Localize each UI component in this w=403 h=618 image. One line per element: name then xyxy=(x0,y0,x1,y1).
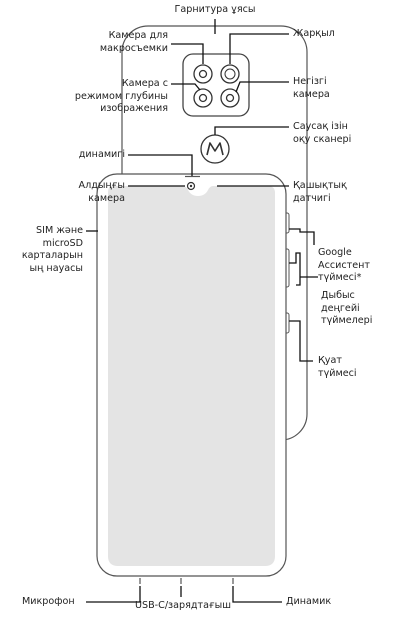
leader-power xyxy=(289,320,313,362)
main-camera-icon xyxy=(220,88,240,108)
leader-depth-camera xyxy=(171,83,201,91)
leader-microphone xyxy=(86,586,141,603)
label-google-assistant: Google Ассистент түймесі* xyxy=(318,247,370,283)
label-sim-tray: SIM және microSD карталарын ың науасы xyxy=(21,225,83,274)
label-macro-camera: Камера для макросъемки xyxy=(99,30,168,54)
leader-fingerprint xyxy=(214,126,289,135)
leader-main-camera xyxy=(235,81,289,93)
motorola-logo-icon xyxy=(200,134,230,164)
front-camera-icon xyxy=(186,181,196,191)
leader-flash xyxy=(229,33,289,64)
label-speaker: Динамик xyxy=(286,596,332,607)
screen xyxy=(108,186,275,566)
label-main-camera: Негізгі камера xyxy=(293,76,330,100)
label-power: Қуат түймесі xyxy=(318,355,357,379)
label-proximity: Қашықтық датчигі xyxy=(293,180,347,204)
label-earpiece: динамигі xyxy=(78,149,125,160)
leader-speaker xyxy=(232,586,282,603)
depth-camera-icon xyxy=(193,88,213,108)
leader-assistant xyxy=(289,228,315,245)
leader-macro-camera xyxy=(171,43,204,64)
leader-volume xyxy=(289,252,318,286)
flash-icon xyxy=(220,64,240,84)
label-usb: USB-C/зарядтағыш xyxy=(134,600,232,611)
label-volume: Дыбыс деңгейі түймелері xyxy=(321,290,373,326)
macro-camera-icon xyxy=(193,64,213,84)
leader-earpiece xyxy=(128,154,193,176)
label-flash: Жарқыл xyxy=(293,28,335,39)
label-front-camera: Алдыңғы камера xyxy=(78,180,125,204)
label-depth-camera: Камера с режимом глубины изображения xyxy=(74,78,168,114)
label-fingerprint: Саусақ ізін оқу сканері xyxy=(293,121,352,145)
label-microphone: Микрофон xyxy=(22,596,75,607)
label-headset: Гарнитура ұясы xyxy=(174,4,256,15)
